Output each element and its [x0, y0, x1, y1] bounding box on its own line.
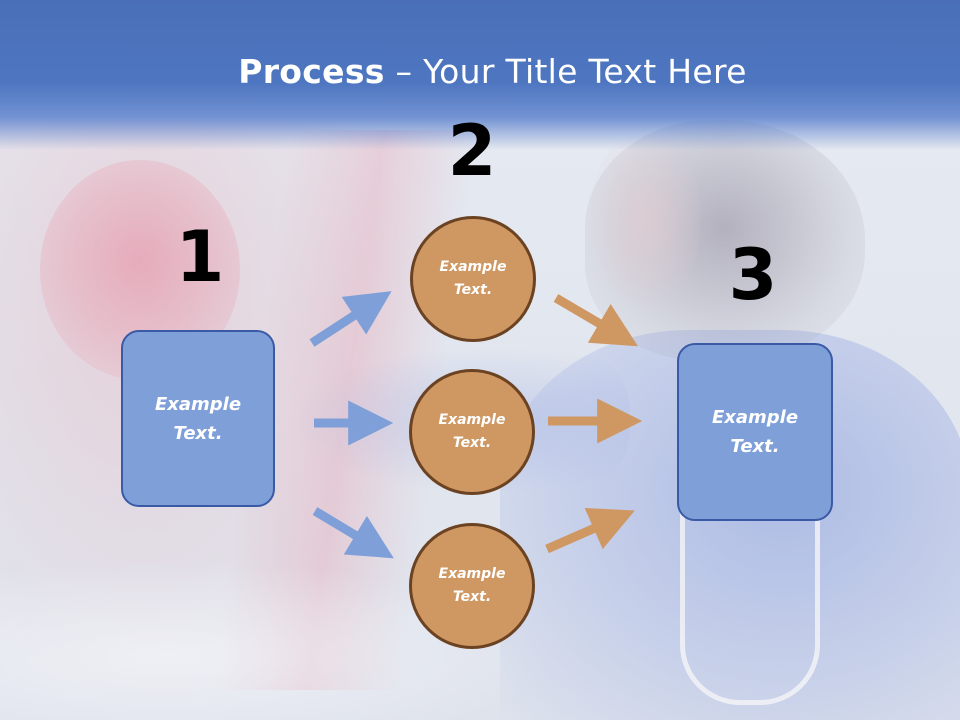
arrow-1-to-circle-bottom [312, 507, 394, 559]
step-number-1: 1 [175, 216, 225, 298]
circle-bottom-line2: Text. [452, 589, 492, 605]
step-1-text-line2: Text. [173, 422, 223, 444]
step-2-circle-middle[interactable]: Example Text. [409, 369, 535, 495]
circle-middle-line1: Example [438, 412, 506, 428]
arrow-circle-top-to-3 [553, 294, 638, 347]
title-band [0, 0, 960, 150]
step-number-2: 2 [447, 110, 497, 192]
circle-middle-text: Example Text. [412, 409, 532, 455]
arrow-circle-bottom-to-3 [545, 507, 635, 554]
circle-bottom-text: Example Text. [412, 563, 532, 609]
title-rest: – Your Title Text Here [384, 52, 747, 91]
arrow-1-to-circle-top [309, 291, 392, 347]
step-1-box[interactable]: Example Text. [121, 330, 275, 507]
step-3-box[interactable]: Example Text. [677, 343, 833, 521]
step-2-circle-top[interactable]: Example Text. [410, 216, 536, 342]
circle-top-line2: Text. [453, 282, 493, 298]
circle-middle-line2: Text. [452, 435, 492, 451]
circle-bottom-line1: Example [438, 566, 506, 582]
step-1-text: Example Text. [123, 390, 273, 448]
slide-title[interactable]: Process – Your Title Text Here [0, 52, 960, 91]
step-1-text-line1: Example [154, 393, 242, 415]
step-3-text-line1: Example [711, 407, 799, 428]
step-number-3: 3 [728, 234, 778, 316]
step-3-text: Example Text. [679, 403, 831, 461]
step-2-circle-bottom[interactable]: Example Text. [409, 523, 535, 649]
circle-top-line1: Example [439, 259, 507, 275]
title-bold: Process [238, 52, 385, 91]
circle-top-text: Example Text. [413, 256, 533, 302]
step-3-text-line2: Text. [730, 436, 780, 457]
